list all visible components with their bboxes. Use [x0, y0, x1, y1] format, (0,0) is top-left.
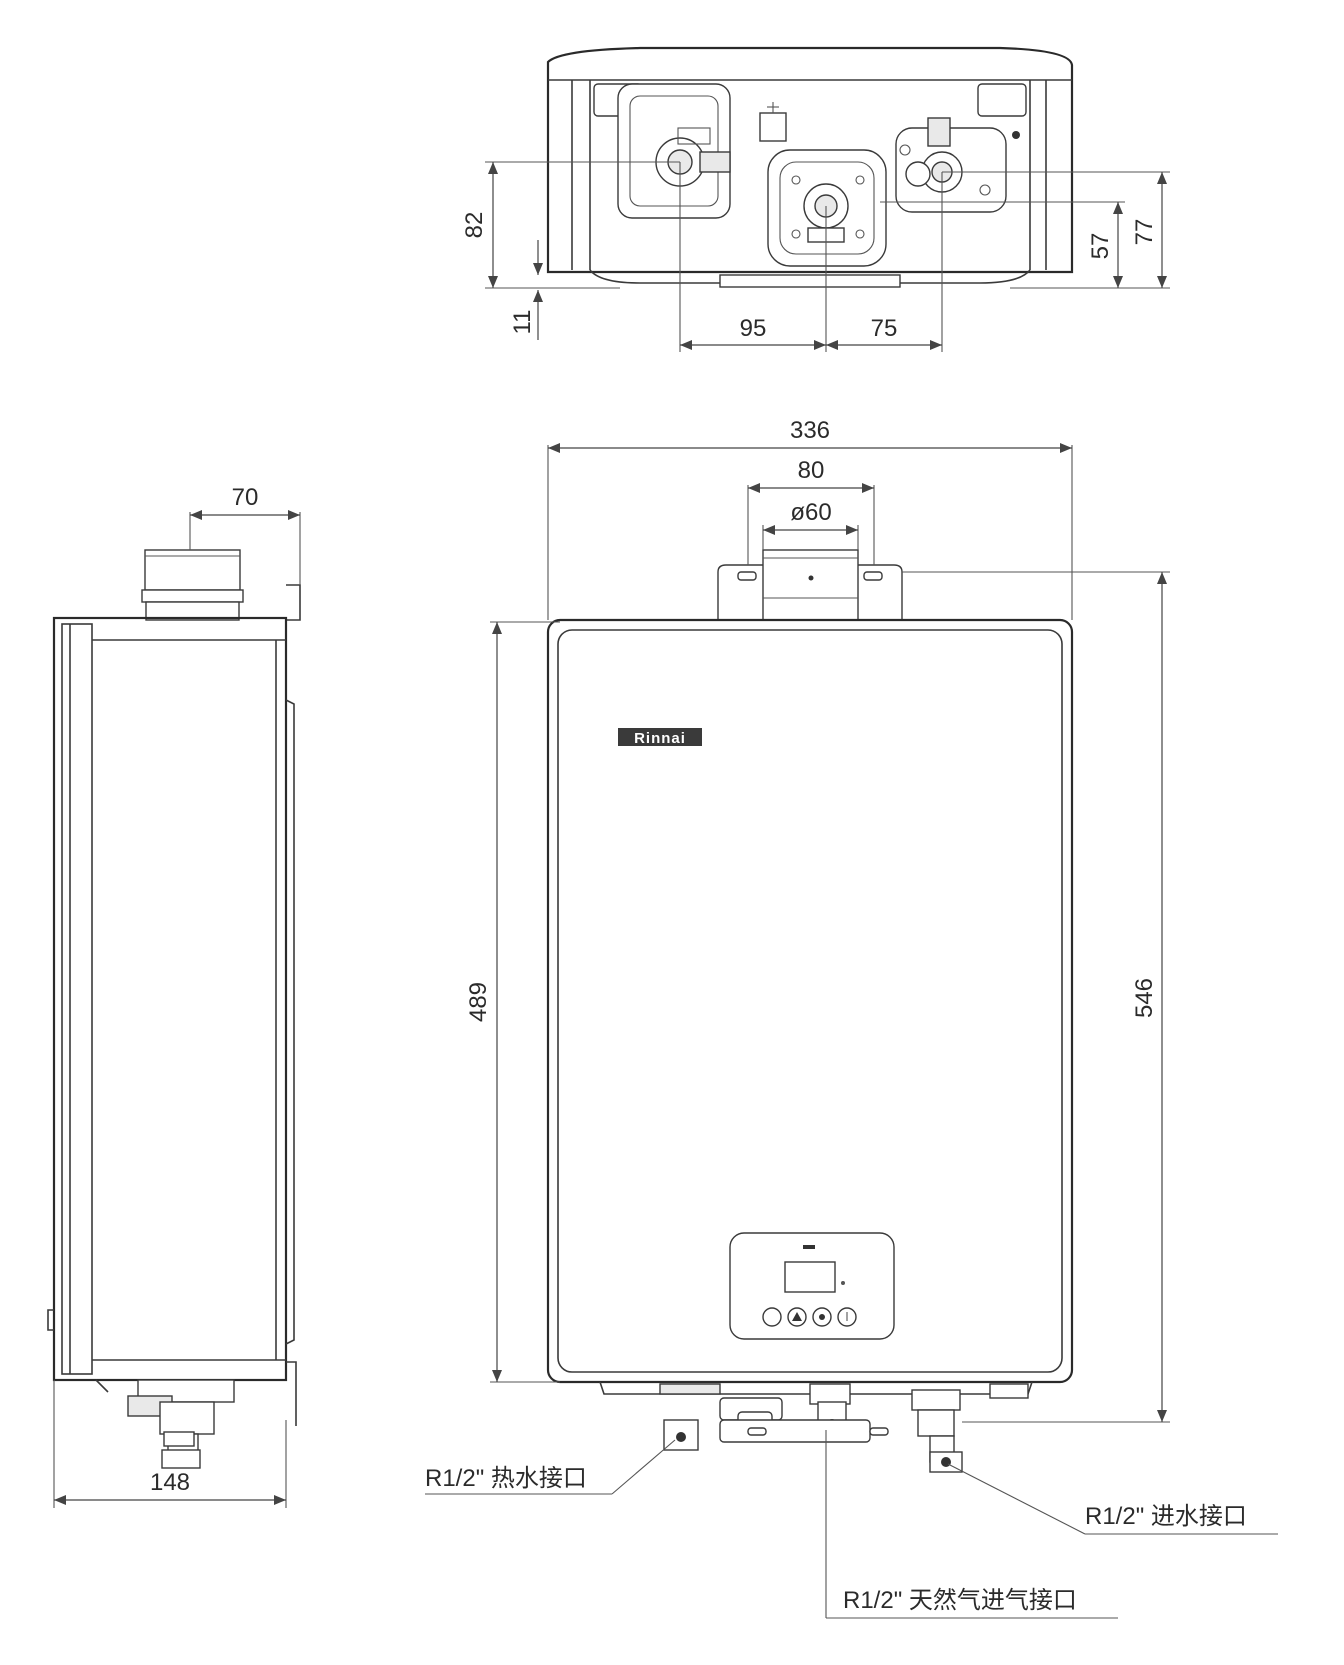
svg-text:Rinnai: Rinnai [634, 730, 686, 747]
dim-57: 57 [1087, 233, 1114, 260]
dim-diameter-60: ø60 [790, 499, 831, 526]
front-view: Rinnai [425, 417, 1278, 1619]
dim-82: 82 [461, 212, 488, 239]
front-body [546, 618, 1074, 1384]
front-flue-pipe [762, 549, 859, 621]
top-view-body-outline [546, 46, 1074, 274]
dim-80: 80 [798, 457, 825, 484]
side-body [52, 616, 288, 1382]
dim-70: 70 [232, 484, 259, 511]
dim-489: 489 [465, 982, 492, 1022]
dim-77: 77 [1131, 219, 1158, 246]
dim-75: 75 [871, 315, 898, 342]
dim-148: 148 [150, 1469, 190, 1496]
callout-gas: R1/2" 天然气进气接口 [843, 1587, 1077, 1614]
right-bracket [977, 83, 1027, 117]
callout-cold-water: R1/2" 进水接口 [1085, 1503, 1247, 1530]
callout-hot-water: R1/2" 热水接口 [425, 1465, 587, 1492]
side-flue-pipe [144, 549, 241, 591]
top-view: 82 11 95 75 57 77 [461, 46, 1170, 352]
dim-546: 546 [1131, 978, 1158, 1018]
dim-11: 11 [509, 310, 536, 335]
drain-symbol [759, 112, 787, 142]
display-screen [784, 1261, 836, 1293]
dim-95: 95 [740, 315, 767, 342]
dim-336: 336 [790, 417, 830, 444]
panel-button-1[interactable] [762, 1307, 782, 1327]
brand-logo: Rinnai [618, 728, 702, 747]
bottom-plate [719, 274, 901, 288]
side-view: 70 148 [47, 484, 301, 1508]
